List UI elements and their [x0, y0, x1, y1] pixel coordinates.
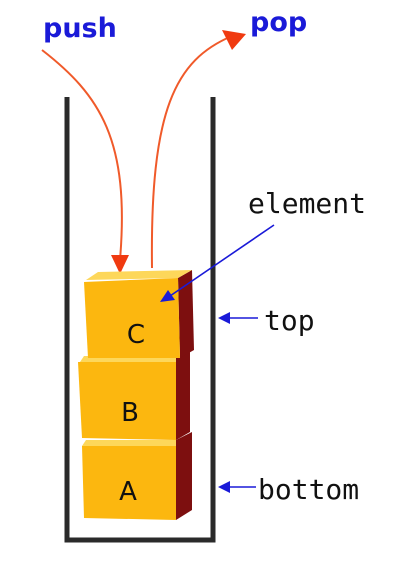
stack-box-b: B: [78, 352, 190, 440]
top-arrowhead: [218, 312, 230, 324]
stack-box-c-label: C: [127, 320, 145, 350]
push-arrow: [41, 49, 123, 261]
bottom-arrowhead: [218, 481, 230, 493]
bottom-label: bottom: [258, 473, 359, 506]
pop-arrowhead: [222, 30, 246, 50]
stack-box-a-label: A: [119, 477, 137, 507]
element-arrow: [169, 224, 275, 297]
push-arrowhead: [111, 255, 129, 274]
stack-box-b-label: B: [121, 398, 139, 428]
element-label: element: [248, 187, 366, 220]
pop-label: pop: [250, 7, 307, 38]
stack-container: [64, 97, 216, 543]
stack-box-a: A: [82, 432, 192, 520]
pop-arrow: [150, 35, 233, 269]
stack-box-c: C: [84, 270, 194, 358]
element-arrowhead: [160, 290, 175, 302]
top-label: top: [264, 304, 315, 337]
push-label: push: [43, 13, 117, 44]
